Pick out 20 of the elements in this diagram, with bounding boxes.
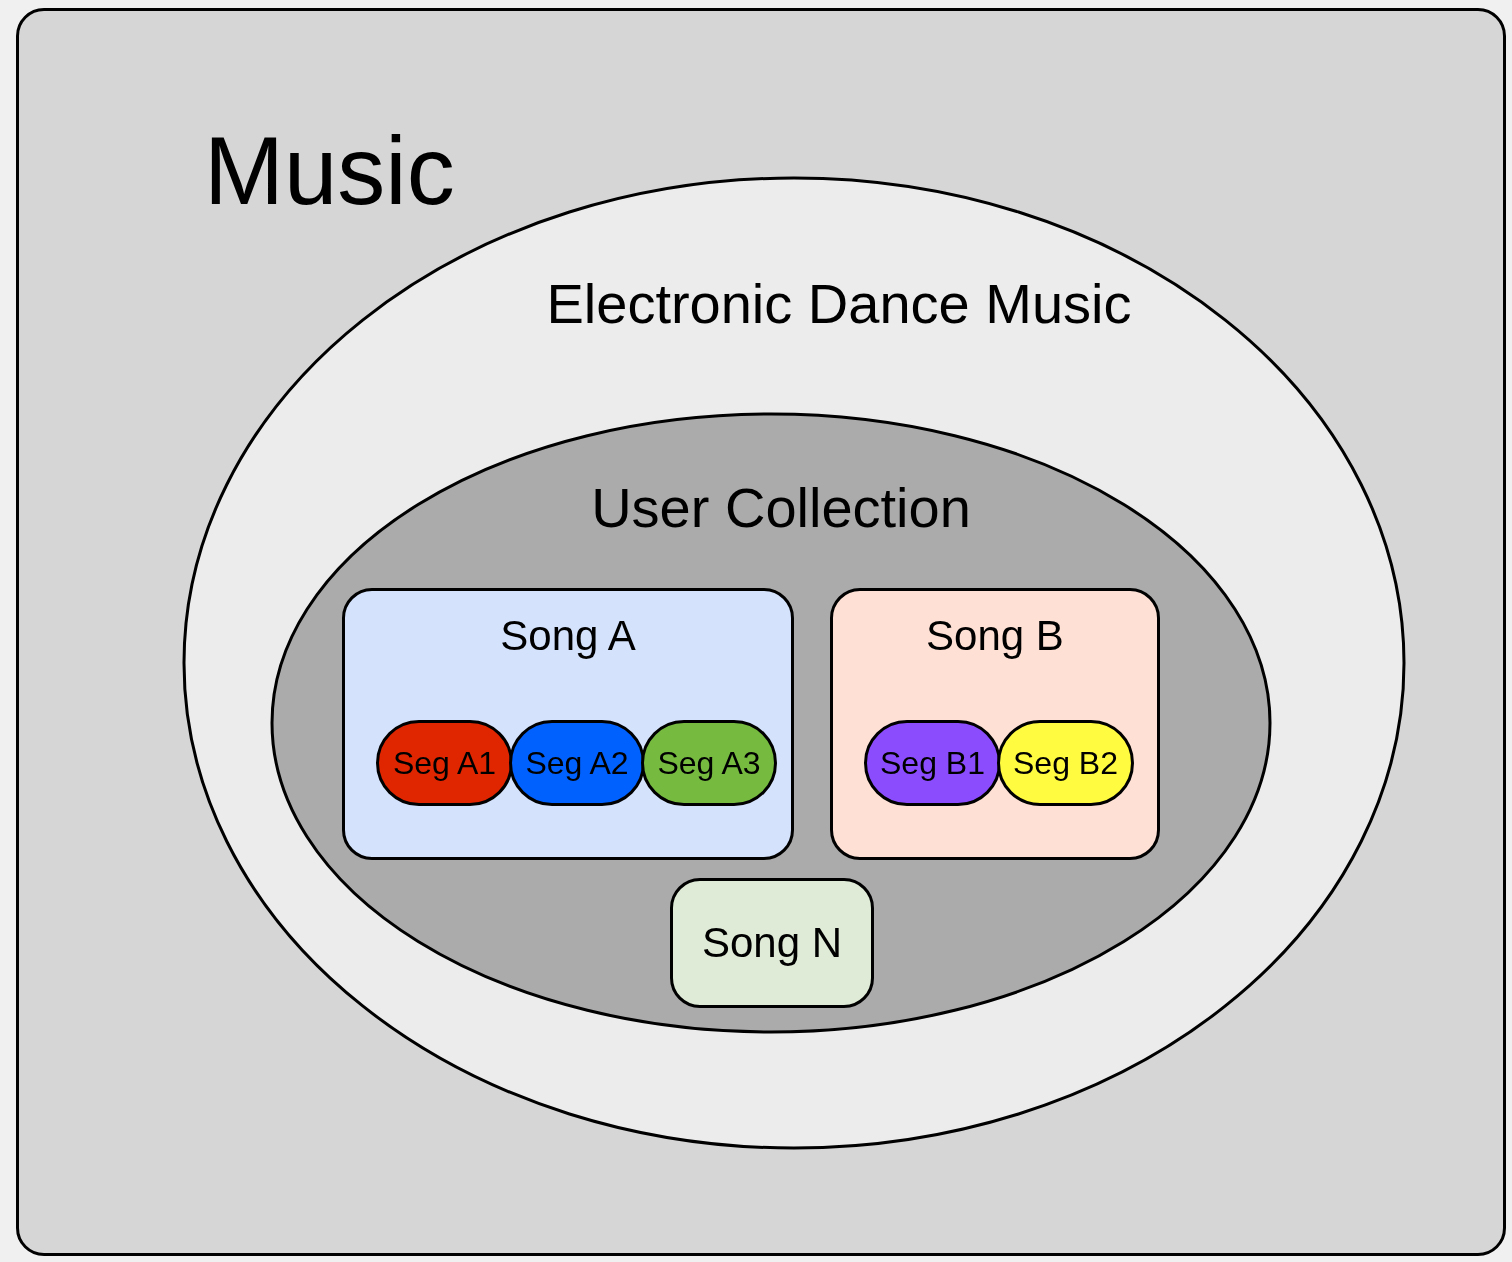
song-card [830,588,1160,860]
song-label: Song A [499,615,637,657]
segment-pill [376,720,513,806]
outer-panel [16,8,1506,1256]
segment-label: Seg A3 [657,747,761,779]
region-label: User Collection [590,480,972,536]
segment-pill [864,720,1001,806]
song-label: Song B [925,615,1065,657]
segment-label: Seg A2 [525,747,629,779]
segment-pill [997,720,1134,806]
panel-title: Music [204,123,455,219]
segment-pill [641,720,777,806]
song-label: Song N [701,922,843,964]
segment-label: Seg B2 [1013,747,1118,779]
segment-pill [509,720,645,806]
song-card [342,588,794,860]
song-card [670,878,874,1008]
region-label: Electronic Dance Music [545,276,1133,332]
segment-label: Seg B1 [880,747,985,779]
segment-label: Seg A1 [392,747,497,779]
